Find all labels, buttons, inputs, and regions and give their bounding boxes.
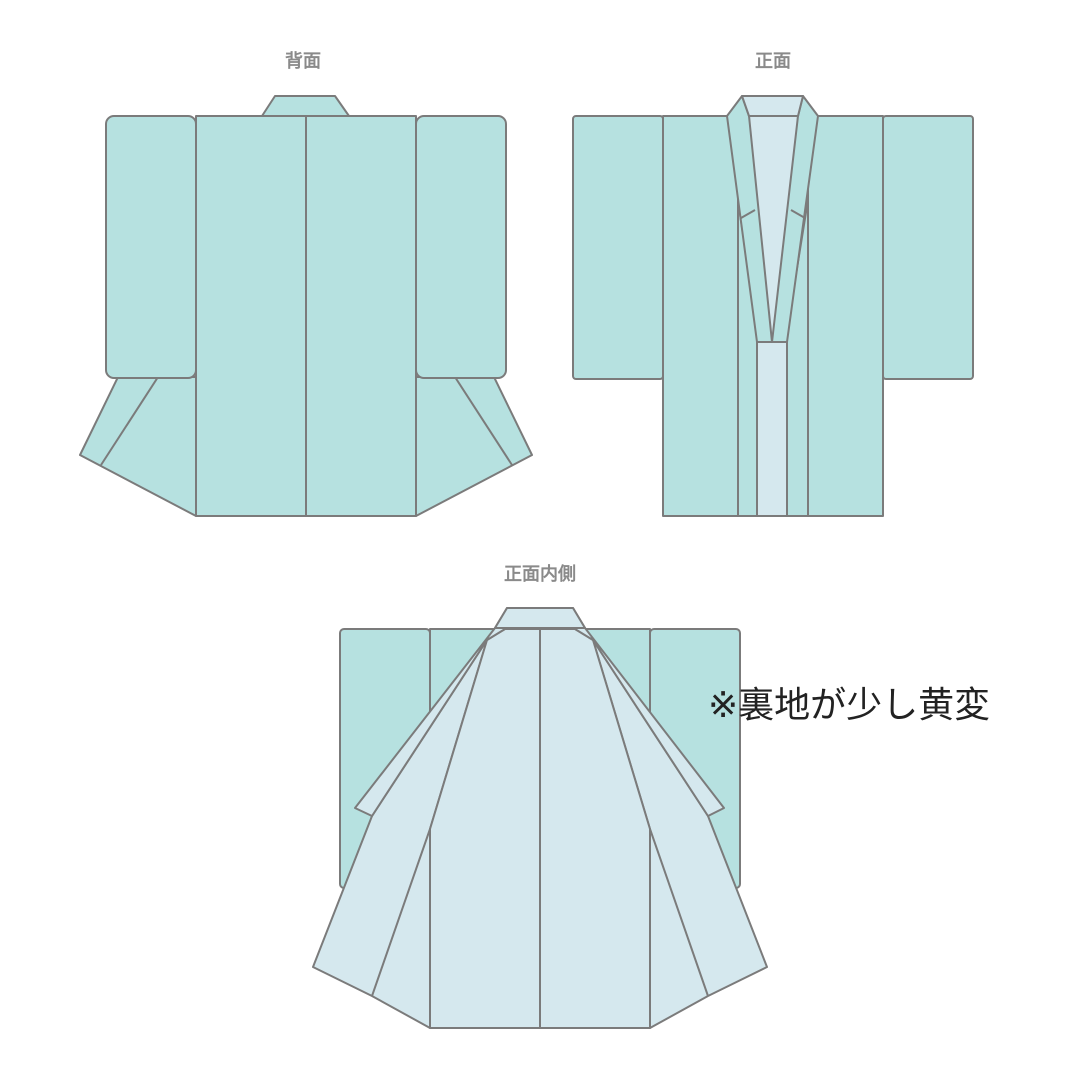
back-view bbox=[79, 95, 533, 517]
inner-collar-top bbox=[494, 607, 586, 629]
front-sleeve-right bbox=[882, 115, 974, 380]
front-collar-top bbox=[741, 95, 804, 117]
front-collar-seam-right bbox=[790, 209, 806, 219]
front-panel-left bbox=[662, 115, 739, 517]
back-panel-left bbox=[195, 115, 307, 517]
front-collar-left bbox=[726, 95, 773, 343]
back-panel-right bbox=[305, 115, 417, 517]
inner-seam-left bbox=[371, 828, 431, 997]
front-sleeve-left bbox=[572, 115, 664, 380]
back-sleeve-tail-left bbox=[79, 376, 197, 517]
front-collar-seam-left bbox=[740, 209, 756, 219]
back-gusset-line-left bbox=[100, 376, 159, 466]
back-sleeve-tail-right bbox=[415, 376, 533, 517]
inner-seam-right bbox=[649, 828, 709, 997]
lining-yellowing-note: ※裏地が少し黄変 bbox=[708, 685, 991, 726]
front-view-label: 正面 bbox=[755, 51, 791, 72]
back-collar bbox=[261, 95, 350, 117]
inner-view-label: 正面内側 bbox=[504, 564, 576, 585]
front-view bbox=[572, 95, 974, 517]
front-collar-right bbox=[771, 95, 819, 343]
front-panel-right bbox=[807, 115, 884, 517]
inner-view bbox=[312, 607, 768, 1029]
back-sleeve-right bbox=[415, 115, 507, 379]
back-sleeve-left bbox=[105, 115, 197, 379]
back-gusset-line-right bbox=[454, 376, 513, 466]
back-view-label: 背面 bbox=[285, 51, 321, 72]
